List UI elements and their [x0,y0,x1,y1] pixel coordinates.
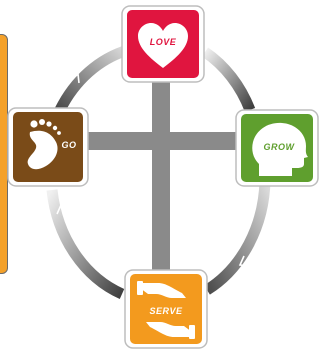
node-serve: SERVE [124,269,208,349]
flow-arrows [56,72,263,267]
cycle-ring [46,44,271,300]
arrow-chevron-icon [253,91,263,105]
heart-icon [138,23,188,68]
head-profile-icon [252,122,308,176]
cross-horizontal-bar [50,132,272,150]
node-go: GO [7,107,89,187]
node-love-label: LOVE [150,37,177,47]
node-go-label: GO [61,140,76,150]
node-serve-label: SERVE [149,306,183,316]
ring-arc-serve-to-go [46,189,125,300]
ring-arc-love-to-grow [201,47,256,113]
footprint-icon [27,119,61,170]
arrow-chevron-icon [70,72,80,84]
node-love: LOVE [121,5,205,83]
node-grow: GROW [235,109,319,187]
ring-arc-go-to-love [55,44,130,113]
cross-vertical-bar [152,60,170,300]
ring-arc-grow-to-serve [204,179,271,295]
hands-icon [137,281,195,339]
cross-symbol [50,60,272,300]
node-grow-label: GROW [264,142,296,152]
arrow-chevron-icon [238,255,250,267]
arrow-chevron-icon [56,203,67,215]
